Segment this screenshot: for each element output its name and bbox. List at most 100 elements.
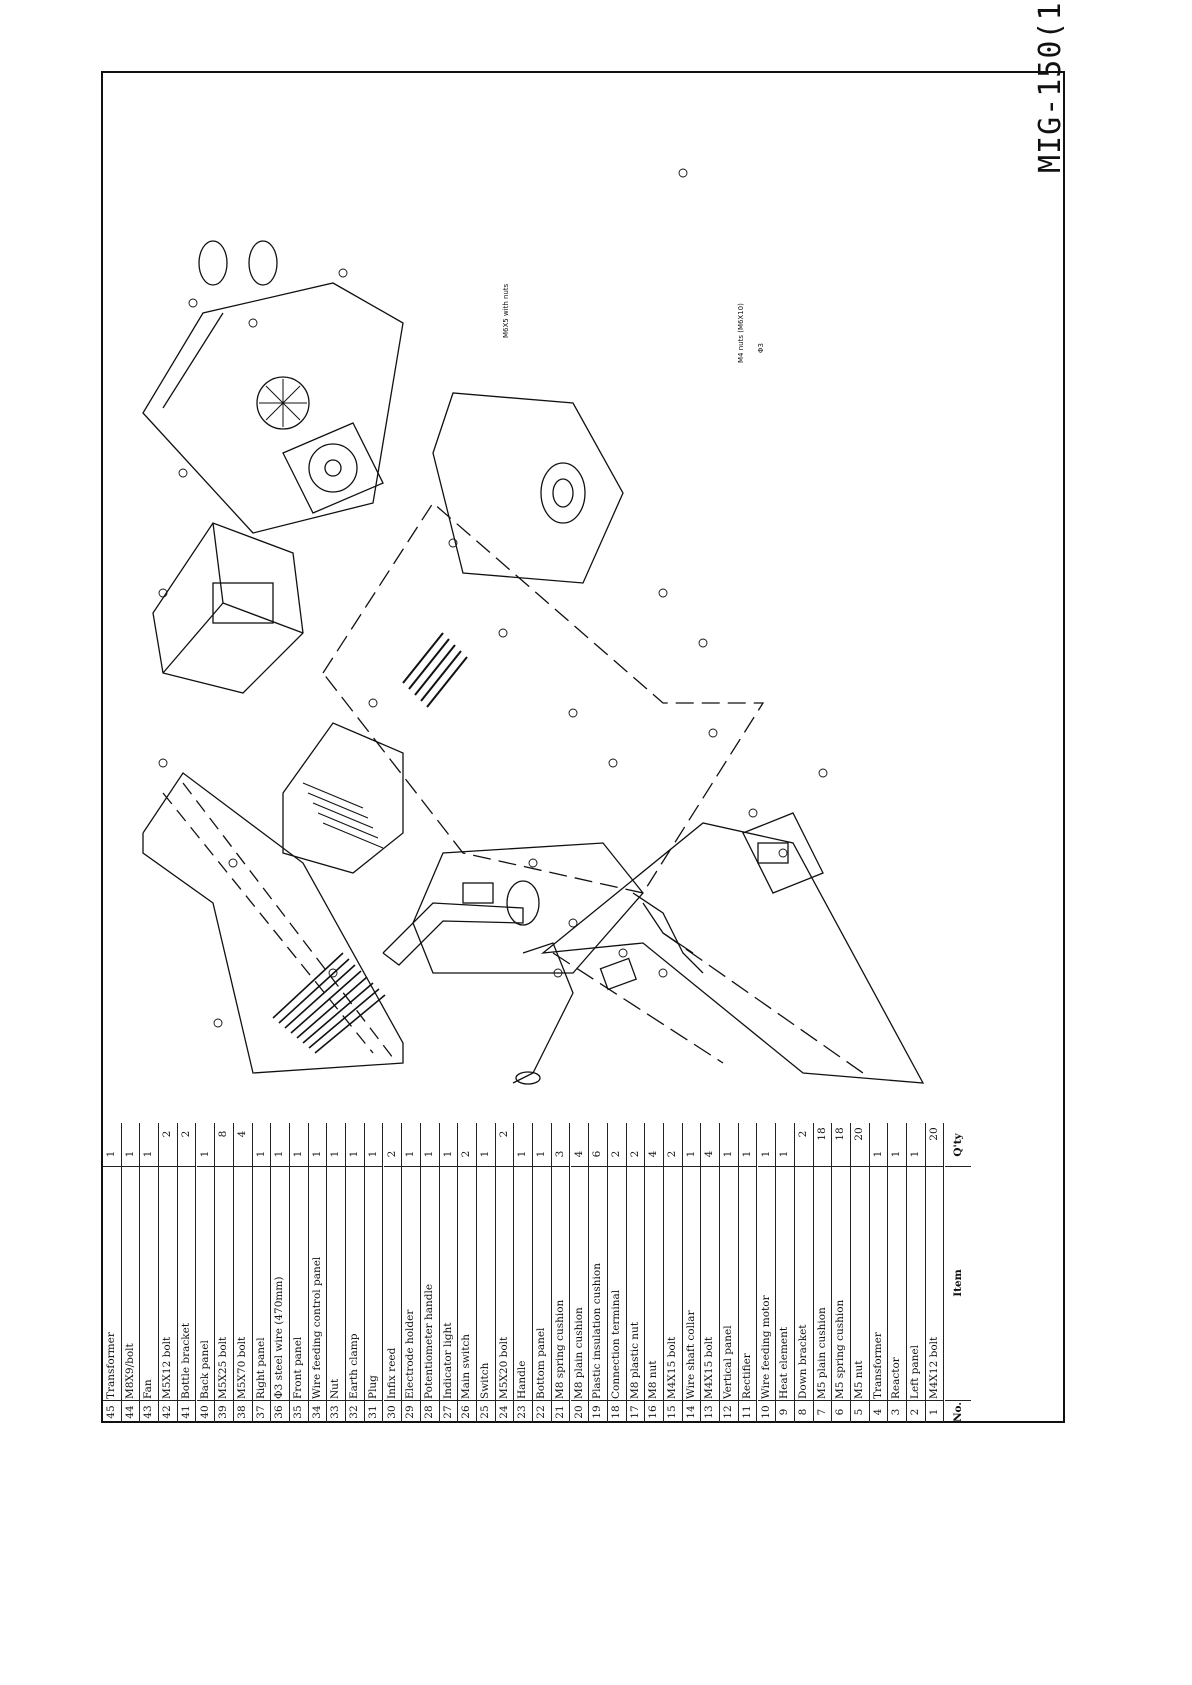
row-item: Wire feeding control panel bbox=[308, 1166, 327, 1399]
row-qty-b: 2 bbox=[796, 1130, 809, 1138]
row-item: Right panel bbox=[252, 1166, 271, 1399]
bottom-panel-part bbox=[322, 502, 765, 894]
row-qty-a: 1 bbox=[105, 1150, 117, 1158]
row-item: M5 plain cushion bbox=[813, 1166, 832, 1399]
row-number: 10 bbox=[757, 1400, 776, 1423]
row-number: 27 bbox=[439, 1400, 458, 1423]
row-number: 38 bbox=[233, 1400, 252, 1423]
row-number: 32 bbox=[346, 1400, 364, 1423]
row-number: 39 bbox=[215, 1400, 233, 1423]
row-item: M5X12 bolt bbox=[159, 1166, 177, 1399]
row-item: M4X15 bolt bbox=[701, 1166, 720, 1399]
row-item: Heat element bbox=[776, 1166, 794, 1399]
row-number: 9 bbox=[776, 1400, 794, 1423]
row-number: 28 bbox=[420, 1400, 439, 1423]
row-item: Connection terminal bbox=[607, 1166, 626, 1399]
row-item: Reactor bbox=[888, 1166, 907, 1399]
header-item: Item bbox=[944, 1166, 971, 1399]
row-qty-a: 1 bbox=[198, 1150, 211, 1158]
row-item: M5 nut bbox=[851, 1166, 869, 1399]
row-quantity: 1 bbox=[327, 1123, 345, 1167]
row-qty-a: 1 bbox=[329, 1150, 342, 1158]
back-panel-part bbox=[142, 240, 404, 534]
row-item: M8X9/bolt bbox=[121, 1166, 140, 1399]
row-number: 35 bbox=[290, 1400, 308, 1423]
row-number: 43 bbox=[140, 1400, 159, 1423]
row-quantity: 1 bbox=[776, 1123, 794, 1167]
row-quantity: 1 bbox=[683, 1123, 701, 1167]
row-item: Front panel bbox=[290, 1166, 308, 1399]
row-number: 26 bbox=[458, 1400, 476, 1423]
row-quantity: 2 bbox=[159, 1123, 177, 1167]
drawing-frame: M6X5 with nuts M4 nuts (M6X10) Φ3 MIG-15… bbox=[101, 0, 1068, 1423]
row-item: Earth clamp bbox=[346, 1166, 364, 1399]
row-number: 33 bbox=[327, 1400, 346, 1423]
row-quantity: 1 bbox=[253, 1123, 271, 1167]
row-quantity: 2 bbox=[496, 1123, 514, 1167]
row-item: Nut bbox=[327, 1166, 346, 1399]
row-qty-a: 1 bbox=[759, 1150, 772, 1158]
row-qty-a: 1 bbox=[348, 1150, 361, 1158]
row-qty-a: 3 bbox=[553, 1150, 566, 1158]
row-quantity: 2 bbox=[178, 1123, 196, 1167]
row-quantity: 4 bbox=[571, 1123, 589, 1167]
row-number: 5 bbox=[851, 1400, 869, 1423]
row-number: 36 bbox=[271, 1400, 289, 1423]
row-item: Down bracket bbox=[794, 1166, 813, 1399]
row-quantity: 1 bbox=[103, 1123, 121, 1167]
board-label-2: Φ3 bbox=[757, 343, 765, 353]
row-qty-a: 2 bbox=[385, 1150, 398, 1158]
row-qty-a: 1 bbox=[142, 1150, 155, 1158]
row-quantity: 1 bbox=[365, 1123, 383, 1167]
row-number: 40 bbox=[196, 1400, 215, 1423]
row-number: 34 bbox=[308, 1400, 327, 1423]
row-number: 20 bbox=[570, 1400, 589, 1423]
row-quantity: 4 bbox=[645, 1123, 663, 1167]
row-quantity: 1 bbox=[197, 1123, 215, 1167]
vertical-panel-part bbox=[432, 392, 624, 584]
row-item: Indicator light bbox=[439, 1166, 458, 1399]
row-item: Φ3 steel wire (470mm) bbox=[271, 1166, 289, 1399]
row-quantity: 2 bbox=[795, 1123, 813, 1167]
row-quantity: 1 bbox=[346, 1123, 364, 1167]
row-item: Infix reed bbox=[383, 1166, 402, 1399]
row-quantity: 1 bbox=[309, 1123, 327, 1167]
row-quantity: 4 bbox=[701, 1123, 719, 1167]
header-no: No. bbox=[944, 1400, 971, 1423]
row-qty-a: 2 bbox=[609, 1150, 622, 1158]
row-item: Switch bbox=[477, 1166, 495, 1399]
bottom-panel-vents bbox=[402, 632, 468, 708]
row-number: 14 bbox=[682, 1400, 701, 1423]
row-number: 37 bbox=[252, 1400, 271, 1423]
row-qty-b: 20 bbox=[927, 1127, 940, 1141]
row-qty-b: 2 bbox=[179, 1130, 192, 1138]
row-qty-a: 1 bbox=[479, 1150, 491, 1158]
row-number: 16 bbox=[645, 1400, 663, 1423]
row-qty-a: 1 bbox=[254, 1150, 267, 1158]
row-qty-a: 4 bbox=[572, 1150, 585, 1158]
row-item: Bottom panel bbox=[533, 1166, 551, 1399]
row-number: 8 bbox=[794, 1400, 813, 1423]
row-item: M4X15 bolt bbox=[664, 1166, 682, 1399]
row-item: Wire feeding motor bbox=[757, 1166, 776, 1399]
